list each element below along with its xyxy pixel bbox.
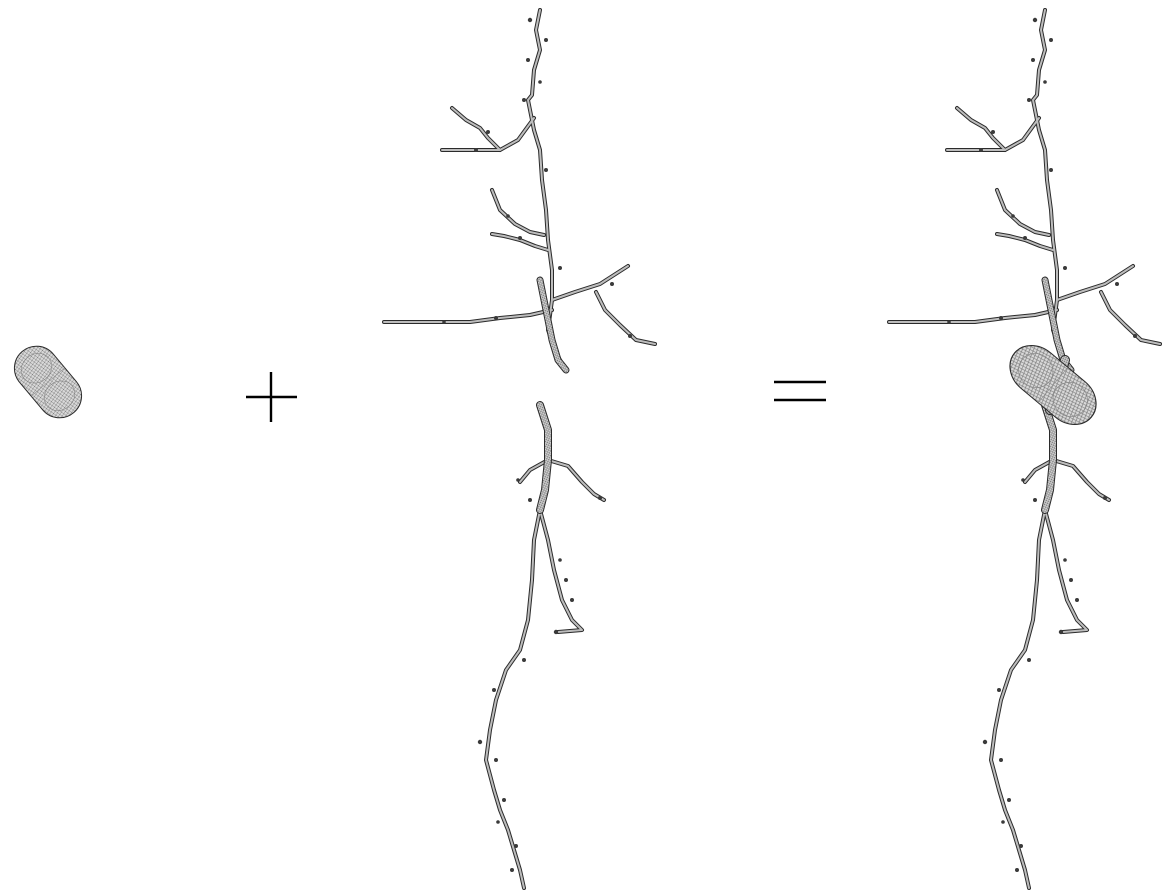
- soma-mesh: [4, 336, 92, 428]
- basal-dendrite-tree: [478, 405, 604, 888]
- dendrite-mesh: [384, 10, 655, 888]
- equals-operator: [774, 380, 826, 402]
- combined-basal-tree: [983, 405, 1109, 888]
- plus-operator: [246, 372, 297, 422]
- apical-dendrite-tree: [384, 10, 655, 370]
- combined-neuron-mesh: [889, 10, 1160, 888]
- combined-apical-tree: [889, 10, 1160, 370]
